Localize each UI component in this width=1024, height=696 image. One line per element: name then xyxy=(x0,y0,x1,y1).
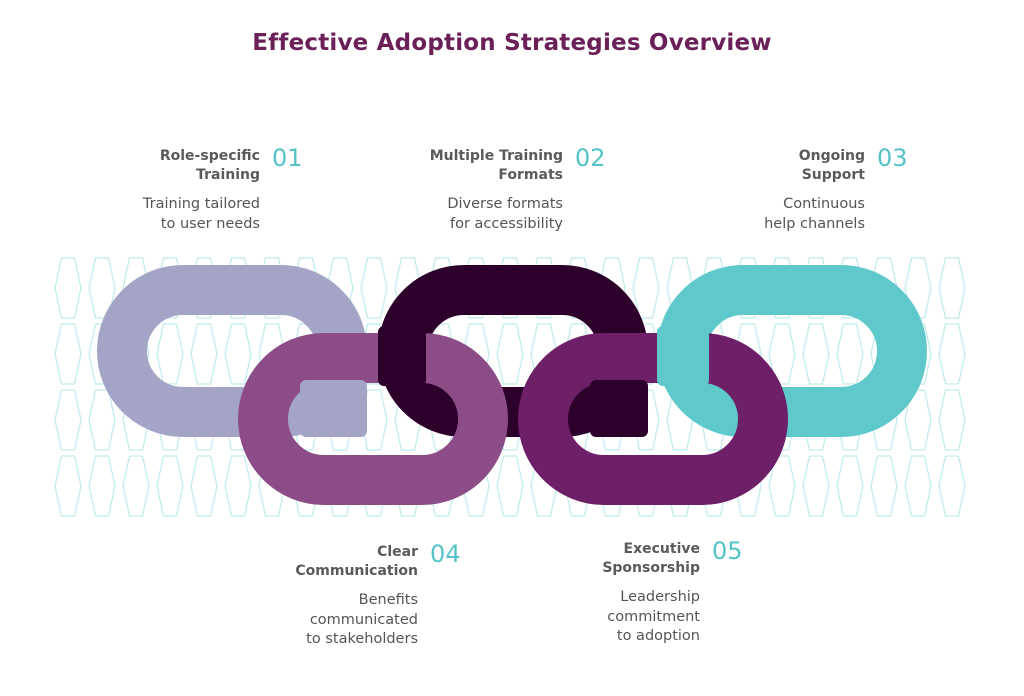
chain-link-3-overlap-right xyxy=(590,380,648,437)
strategy-4-heading: Clear Communication xyxy=(295,543,418,581)
strategy-1-description: Training tailored to user needs xyxy=(143,195,260,234)
hexagon-outline xyxy=(190,455,218,517)
strategy-5-description-line: commitment xyxy=(607,608,700,625)
hexagon-outline xyxy=(88,389,116,451)
hexagon-outline xyxy=(836,323,864,385)
strategy-4-number: 04 xyxy=(430,540,461,568)
hexagon-outline xyxy=(938,257,966,319)
hexagon-outline xyxy=(802,323,830,385)
hexagon-outline xyxy=(156,323,184,385)
chain-link-1-overlap xyxy=(300,380,367,437)
hexagon-outline xyxy=(88,455,116,517)
strategy-3-description: Continuous help channels xyxy=(764,195,865,234)
hexagon-outline xyxy=(54,455,82,517)
strategy-4-heading-line: Communication xyxy=(295,563,418,579)
strategy-1-description-line: Training tailored xyxy=(142,196,260,212)
hexagon-outline xyxy=(938,455,966,517)
hexagon-outline xyxy=(496,455,524,517)
strategy-1-description-line: to user needs xyxy=(160,215,260,232)
strategy-2-heading-line: Multiple Training xyxy=(429,148,563,164)
chain-link-3-overlap-left xyxy=(378,326,426,386)
strategy-2-number: 02 xyxy=(575,144,606,172)
hexagon-outline xyxy=(496,323,524,385)
diagram-title: Effective Adoption Strategies Overview xyxy=(252,30,772,56)
strategy-1-heading-line: Training xyxy=(196,167,260,183)
hexagon-outline xyxy=(190,323,218,385)
hexagon-outline xyxy=(836,455,864,517)
strategy-4-description-line: to stakeholders xyxy=(306,631,418,647)
strategy-2-heading-line: Formats xyxy=(498,167,563,183)
strategy-4-description-line: Benefits xyxy=(358,592,418,608)
chain-link-2 xyxy=(238,333,508,505)
chain-links xyxy=(97,265,927,505)
hexagon-outline xyxy=(938,389,966,451)
strategy-3-description-line: Continuous xyxy=(783,196,865,212)
hexagon-outline xyxy=(904,389,932,451)
hexagon-outline xyxy=(632,257,660,319)
strategy-5-description-line: Leadership xyxy=(620,589,700,605)
strategy-5-heading-line: Executive xyxy=(623,541,700,557)
hexagon-outline xyxy=(54,323,82,385)
strategy-2-description: Diverse formats for accessibility xyxy=(447,195,563,234)
strategy-1-heading: Role-specific Training xyxy=(160,147,260,185)
strategy-4-heading-line: Clear xyxy=(377,544,418,560)
strategy-3-description-line: help channels xyxy=(764,215,865,232)
chain-link-5-overlap xyxy=(657,326,709,386)
hexagon-outline xyxy=(360,257,388,319)
hexagon-outline xyxy=(904,455,932,517)
hexagon-outline xyxy=(802,455,830,517)
hexagon-outline xyxy=(938,323,966,385)
hexagon-outline xyxy=(870,455,898,517)
strategy-4-description: Benefits communicated to stakeholders xyxy=(306,591,418,650)
strategy-5-number: 05 xyxy=(712,537,743,565)
strategy-2-heading: Multiple Training Formats xyxy=(430,147,563,185)
hexagon-outline xyxy=(54,257,82,319)
strategy-3-number: 03 xyxy=(877,144,908,172)
strategy-5-description: Leadership commitment to adoption xyxy=(607,588,700,647)
strategy-3-heading-line: Support xyxy=(801,167,865,183)
hexagon-outline xyxy=(224,323,252,385)
strategy-4-description-line: communicated xyxy=(309,611,418,628)
strategy-1-heading-line: Role-specific xyxy=(159,148,260,164)
strategy-2-description-line: Diverse formats xyxy=(447,196,563,212)
hexagon-outline xyxy=(768,455,796,517)
hexagon-outline xyxy=(768,323,796,385)
strategy-5-heading-line: Sponsorship xyxy=(602,560,700,576)
strategy-5-description-line: to adoption xyxy=(616,628,700,644)
strategy-5-heading: Executive Sponsorship xyxy=(602,540,700,578)
strategy-2-description-line: for accessibility xyxy=(450,215,563,232)
hexagon-outline xyxy=(156,455,184,517)
hexagon-outline xyxy=(904,257,932,319)
chain-link-4 xyxy=(518,333,788,505)
hexagon-outline xyxy=(224,455,252,517)
strategy-1-number: 01 xyxy=(272,144,303,172)
strategy-3-heading: Ongoing Support xyxy=(799,147,865,185)
hexagon-outline xyxy=(122,455,150,517)
hexagon-outline xyxy=(54,389,82,451)
strategy-3-heading-line: Ongoing xyxy=(798,148,865,164)
